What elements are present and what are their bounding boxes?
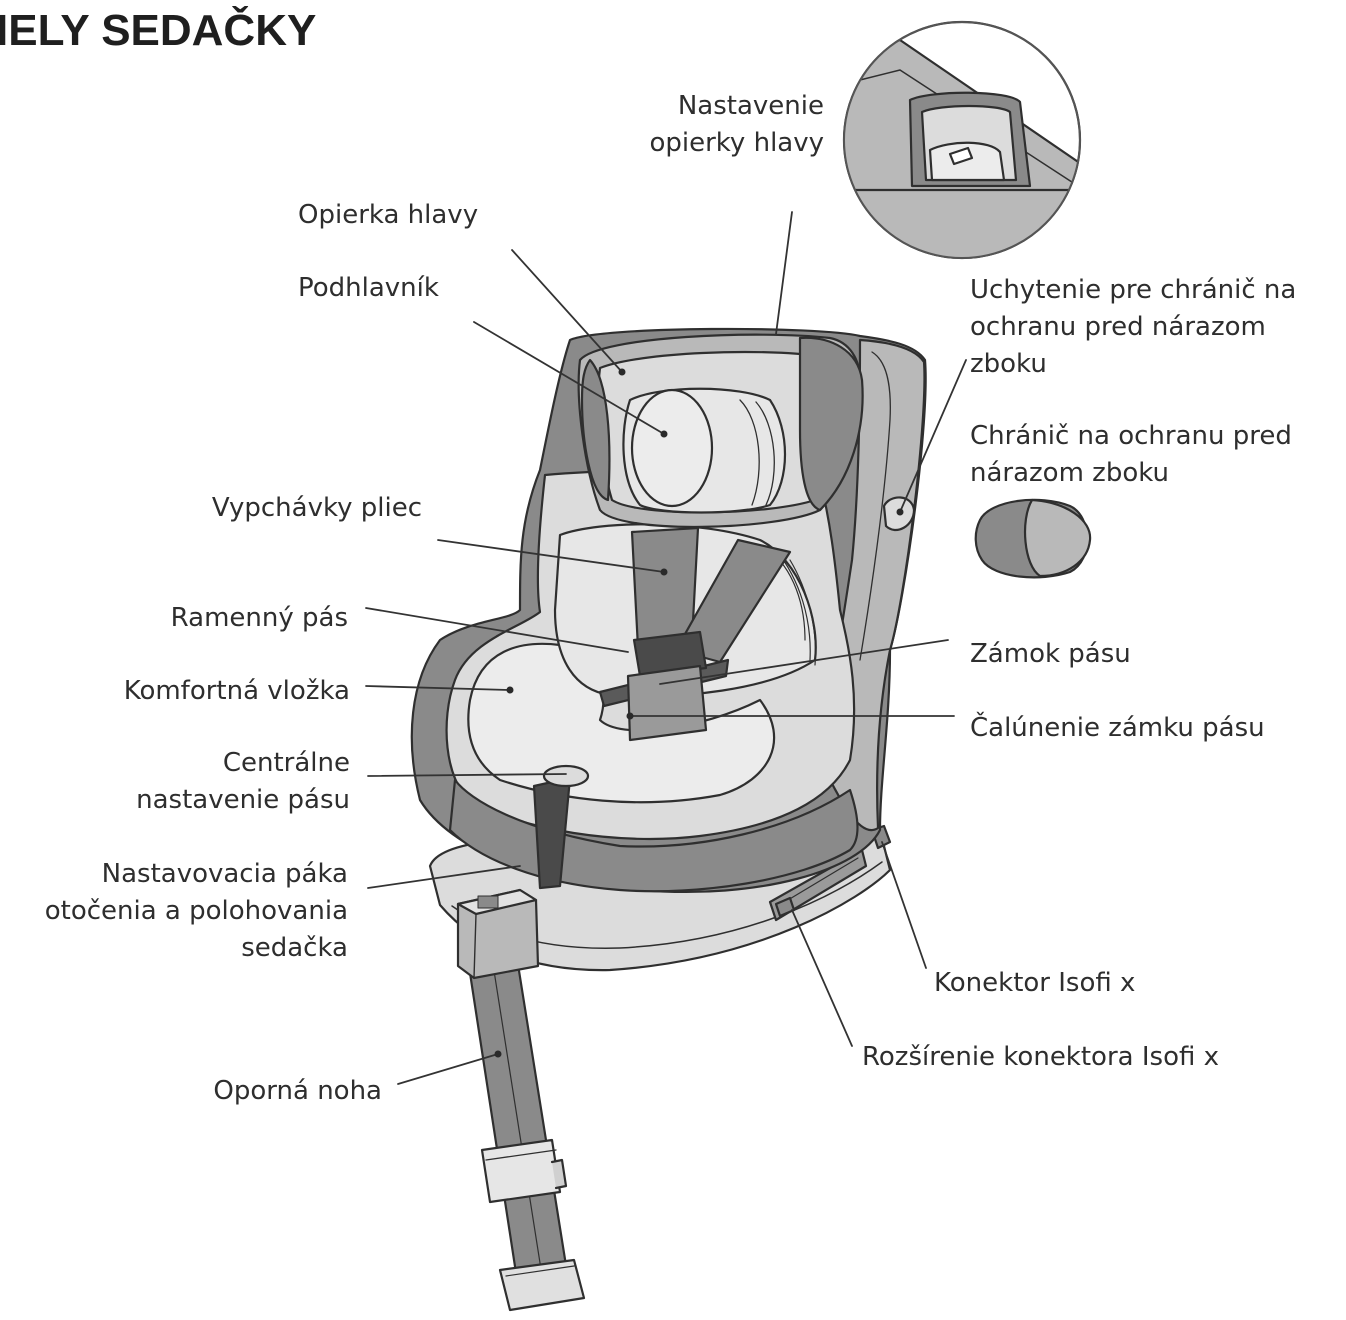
page-title: IELY SEDAČKY [0, 6, 317, 55]
label-shoulder-belt: Ramenný pás [170, 603, 348, 633]
label-side-impact-mount: Uchytenie pre chránič na ochranu pred ná… [970, 275, 1297, 379]
headrest [577, 333, 864, 528]
harness [532, 526, 792, 890]
label-side-impact-protector: Chránič na ochranu pred nárazom zboku [970, 421, 1292, 488]
headrest-adjustment-zoom [842, 20, 1082, 260]
support-leg [466, 950, 586, 1312]
label-central-adjustment: Centrálne nastavenie pásu [136, 748, 350, 815]
label-isofix-connector: Konektor Isofi x [934, 968, 1136, 998]
leader-dots [494, 368, 904, 1058]
label-support-leg: Oporná noha [213, 1076, 382, 1106]
label-head-pillow: Podhlavník [298, 273, 439, 303]
label-buckle-pad: Čalúnenie zámku pásu [970, 713, 1265, 743]
label-headrest: Opierka hlavy [298, 200, 479, 230]
side-impact-protector [974, 498, 1092, 579]
label-headrest-adjustment: Nastavenie opierky hlavy [649, 91, 824, 158]
label-comfort-insert: Komfortná vložka [123, 676, 350, 706]
label-rotation-lever: Nastavovacia páka otočenia a polohovania… [44, 859, 348, 963]
leader-lines [365, 211, 967, 1085]
label-buckle: Zámok pásu [970, 639, 1131, 669]
label-isofix-extension: Rozšírenie konektora Isofi x [862, 1042, 1220, 1072]
label-shoulder-pads: Vypchávky pliec [211, 493, 422, 523]
